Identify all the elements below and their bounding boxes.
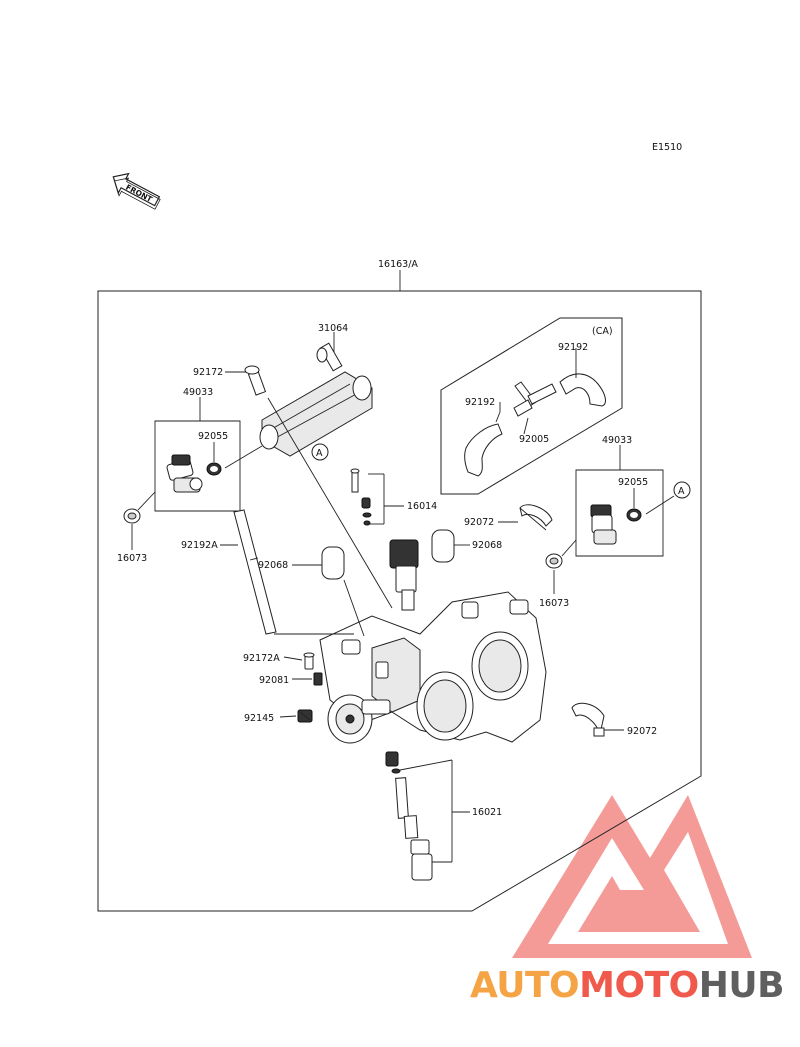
label-92072-bottom: 92072 [627, 726, 657, 737]
fuel-rail [244, 342, 373, 457]
label-92068-left: 92068 [258, 560, 288, 571]
label-16073-right: 16073 [539, 598, 569, 609]
assembly-boundary [97, 290, 702, 912]
throttle-pulley [327, 694, 391, 744]
spring-92145 [297, 709, 313, 723]
leader-lines [131, 332, 675, 863]
label-92055-left: 92055 [198, 431, 228, 442]
assembly-label: 16163/A [378, 259, 418, 270]
label-49033-left: 49033 [183, 387, 213, 398]
cap-92068-left [321, 546, 345, 580]
ref-a-label-left: A [316, 448, 323, 459]
label-16014: 16014 [407, 501, 437, 512]
injector-left [123, 454, 222, 524]
ca-label: (CA) [592, 326, 613, 337]
hose-92192a [233, 509, 277, 635]
throttle-sensor-connector [389, 539, 419, 611]
diagram-code: E1510 [652, 142, 682, 153]
watermark-logo [512, 795, 752, 958]
adjust-screw-16021 [385, 751, 433, 881]
ref-a-label-right: A [678, 486, 685, 497]
label-49033-right: 49033 [602, 435, 632, 446]
watermark-hub: HUB [699, 965, 784, 1006]
clamp-92072-bottom [571, 702, 605, 737]
label-92055-right: 92055 [618, 477, 648, 488]
cap-92068-right [431, 529, 455, 563]
label-16073-left: 16073 [117, 553, 147, 564]
label-92145: 92145 [244, 713, 274, 724]
label-92172: 92172 [193, 367, 223, 378]
ca-hose-92192-top [559, 373, 606, 407]
svg-text:AUTOMOTOHUB: AUTOMOTOHUB [470, 965, 784, 1006]
watermark-text: AUTOMOTOHUB [470, 965, 785, 1006]
watermark-auto: AUTO [470, 965, 579, 1006]
label-92192a: 92192A [181, 540, 218, 551]
watermark-moto: MOTO [579, 965, 699, 1006]
spring-92081 [313, 672, 323, 686]
label-92072-top: 92072 [464, 517, 494, 528]
ref-a-circle-right [673, 481, 691, 499]
injector-bracket-right [575, 469, 664, 557]
label-92068-right: 92068 [472, 540, 502, 551]
ca-subbox [440, 317, 623, 495]
label-92192-ca-top: 92192 [558, 342, 588, 353]
ca-hose-92192-left [464, 423, 503, 477]
front-arrow-icon: FRONT [112, 172, 161, 210]
clamp-92072-top [519, 504, 553, 531]
label-92005: 92005 [519, 434, 549, 445]
ca-fitting-92005 [513, 381, 557, 417]
screw-set-16014 [350, 468, 372, 526]
label-92081: 92081 [259, 675, 289, 686]
injector-right [545, 504, 642, 569]
ref-a-circle-left [311, 443, 329, 461]
label-16021: 16021 [472, 807, 502, 818]
label-31064: 31064 [318, 323, 348, 334]
screw-92172a [303, 652, 315, 670]
label-92192-ca-left: 92192 [465, 397, 495, 408]
label-92172a: 92172A [243, 653, 280, 664]
